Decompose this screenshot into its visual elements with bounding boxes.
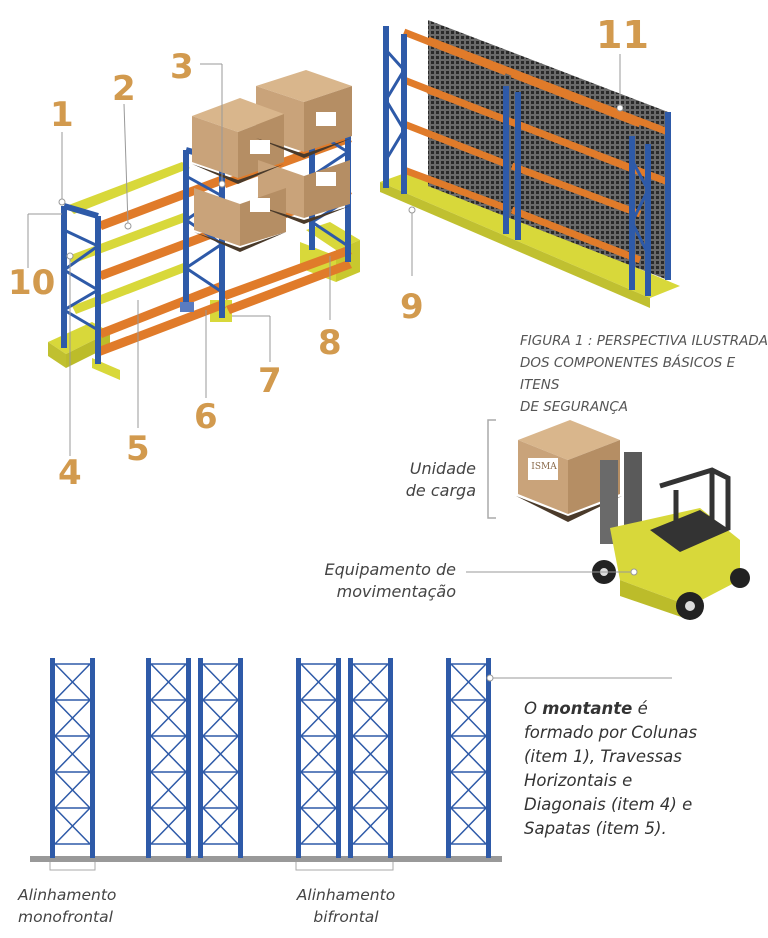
- callout-4: 4: [58, 453, 82, 493]
- callout-11: 11: [596, 13, 649, 57]
- upright-description-term: montante: [542, 699, 633, 718]
- load-unit-label-line: Unidade: [409, 459, 476, 478]
- figure-caption-line: FIGURA 1 : PERSPECTIVA ILUSTRADA: [520, 333, 768, 349]
- callout-6: 6: [194, 397, 218, 437]
- upright-description: O montante é formado por Colunas (item 1…: [524, 697, 714, 841]
- load-unit-label: Unidade de carga: [396, 458, 476, 502]
- callout-3: 3: [170, 47, 194, 87]
- figure-caption-line: DOS COMPONENTES BÁSICOS E ITENS: [520, 355, 736, 393]
- double-alignment-label-line: Alinhamento: [296, 886, 396, 904]
- guard-rail: [66, 162, 190, 314]
- handling-equipment-label: Equipamento de movimentação: [300, 559, 456, 603]
- callout-9: 9: [400, 287, 424, 327]
- upright-description-text: é formado por Colunas (item 1), Travessa…: [524, 699, 698, 838]
- upright-frame: [146, 658, 243, 858]
- load-unit-box: [516, 420, 622, 522]
- double-alignment-label: Alinhamento bifrontal: [296, 884, 396, 928]
- double-alignment-label-line: bifrontal: [313, 908, 379, 926]
- floor-line: [30, 856, 502, 862]
- load-boxes: [192, 70, 352, 252]
- left-rack: [27, 63, 360, 456]
- forklift: [592, 452, 750, 620]
- upright-frame: [50, 658, 95, 858]
- upright-row: [30, 658, 672, 871]
- upright-frame: [296, 658, 393, 858]
- callout-8: 8: [318, 323, 342, 363]
- figure-caption: FIGURA 1 : PERSPECTIVA ILUSTRADA DOS COM…: [520, 330, 768, 418]
- callout-5: 5: [126, 429, 150, 469]
- callout-lines: [27, 63, 331, 456]
- base-plate: [180, 302, 194, 312]
- single-bracket: [49, 862, 96, 871]
- load-unit-bracket: [487, 419, 496, 519]
- single-alignment-label-line: Alinhamento: [18, 886, 117, 904]
- figure-caption-line: DE SEGURANÇA: [520, 399, 629, 415]
- double-bracket: [295, 862, 394, 871]
- callout-10: 10: [8, 263, 56, 303]
- single-alignment-label: Alinhamento monofrontal: [18, 884, 116, 928]
- upright-description-prefix: O: [524, 699, 543, 718]
- upright-frame: [446, 658, 491, 858]
- pallet-brand: ISMA: [531, 462, 557, 472]
- handling-equipment-label-line: Equipamento de: [324, 560, 456, 579]
- single-alignment-label-line: monofrontal: [18, 908, 113, 926]
- mesh-rack: [380, 20, 680, 308]
- handling-equipment-label-line: movimentação: [336, 582, 456, 601]
- load-unit-label-line: de carga: [405, 481, 476, 500]
- callout-2: 2: [112, 69, 136, 109]
- callout-7: 7: [258, 361, 282, 401]
- callout-1: 1: [50, 95, 74, 135]
